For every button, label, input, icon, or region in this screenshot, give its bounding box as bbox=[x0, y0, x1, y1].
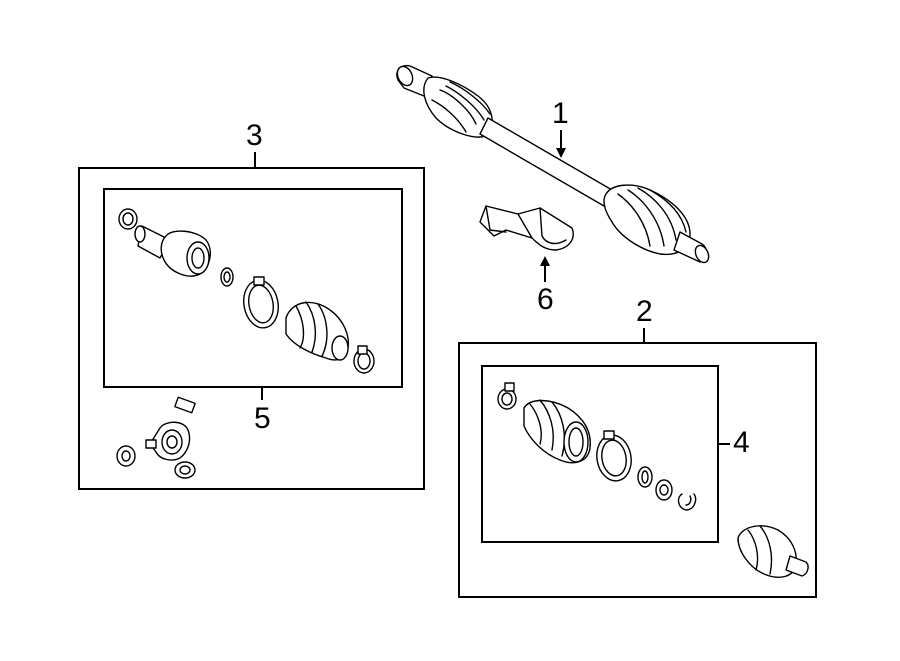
inner-joint-kit-parts[interactable] bbox=[118, 208, 375, 374]
callout-1: 1 bbox=[552, 97, 569, 130]
callout-6: 6 bbox=[537, 283, 554, 316]
kit-frame-5 bbox=[103, 188, 403, 388]
callout-5: 5 bbox=[254, 402, 271, 435]
kit-frame-3 bbox=[78, 167, 425, 490]
outer-cv-joint[interactable] bbox=[737, 525, 809, 578]
callout-3: 3 bbox=[246, 119, 263, 152]
outer-joint-kit-parts[interactable] bbox=[497, 382, 697, 511]
heat-shield[interactable] bbox=[479, 205, 574, 251]
callout-4: 4 bbox=[733, 426, 750, 459]
axle-shaft-assembly[interactable] bbox=[394, 64, 711, 265]
kit-frame-2 bbox=[458, 342, 817, 598]
arrow-6 bbox=[540, 256, 550, 266]
arrow-1 bbox=[556, 148, 566, 158]
callout-2: 2 bbox=[636, 295, 653, 328]
kit-frame-4 bbox=[481, 365, 719, 543]
tripod-joint-parts[interactable] bbox=[116, 396, 196, 479]
